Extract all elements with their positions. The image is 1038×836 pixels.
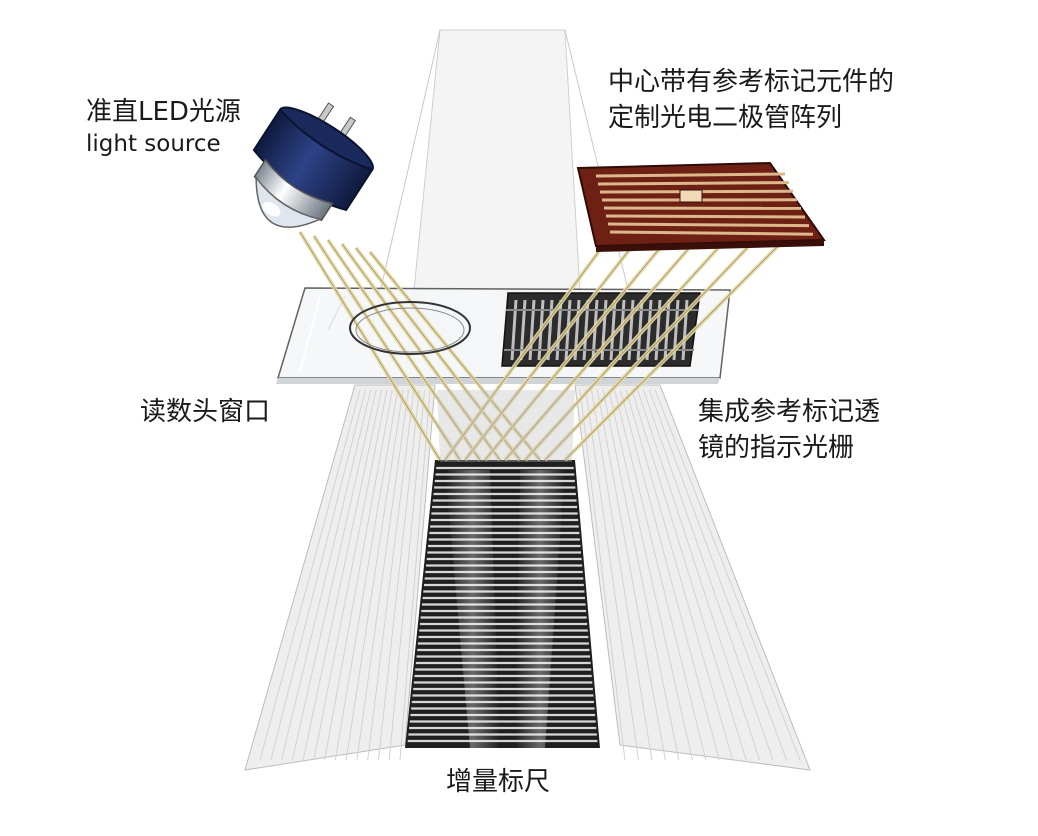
index-grating-label-line2: 镜的指示光栅 [698,432,854,464]
photodiode-array-icon [578,163,824,252]
incremental-scale-icon [405,460,600,748]
led-light-source-icon [226,83,390,253]
photodiode-label-line1: 中心带有参考标记元件的 [608,66,894,98]
index-grating-label-line1: 集成参考标记透 [698,396,880,428]
photodiode-element [598,183,789,184]
reference-mark-element [680,190,702,202]
light-source-label-en: light source [86,130,221,158]
photodiode-label-line2: 定制光电二极管阵列 [608,102,842,134]
photodiode-element [606,216,805,217]
beam-crossing-region [437,390,575,462]
photodiode-element [596,174,785,176]
scale-label: 增量标尺 [446,766,550,798]
readhead-window-label: 读数头窗口 [140,396,270,428]
photodiode-element [608,224,809,226]
light-source-label: 准直LED光源 [86,96,241,128]
